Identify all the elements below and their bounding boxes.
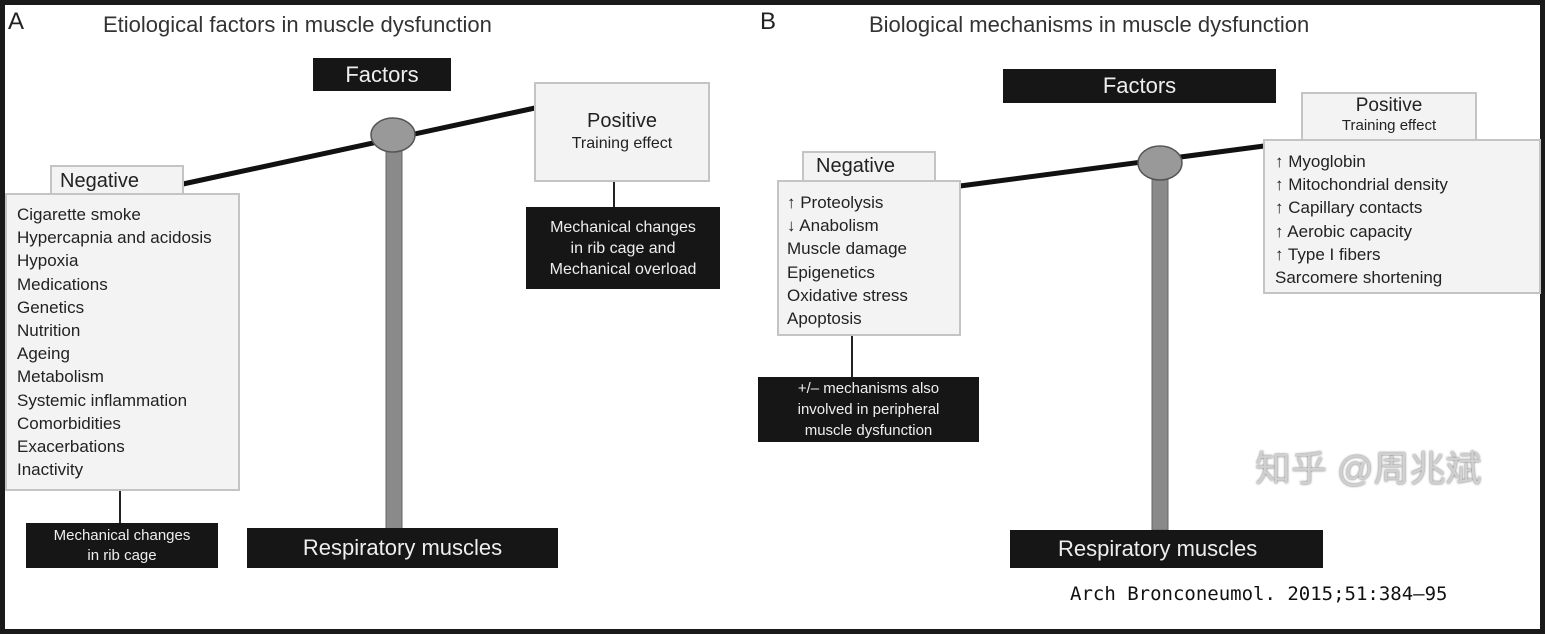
list-item: Cigarette smoke: [17, 205, 141, 224]
factors-label-a: Factors: [313, 58, 451, 91]
negative-label-b: Negative: [802, 151, 936, 182]
citation: Arch Bronconeumol. 2015;51:384–95: [1070, 583, 1448, 605]
list-item: ↑ Type I fibers: [1275, 244, 1381, 264]
pivot-a: [370, 117, 416, 153]
respiratory-muscles-b: Respiratory muscles: [1010, 530, 1323, 568]
negative-list-a: Cigarette smoke Hypercapnia and acidosis…: [5, 193, 240, 491]
positive-box-a: Positive Training effect: [534, 82, 710, 182]
text-line: Mechanical changes: [53, 526, 191, 544]
list-item: Medications: [17, 274, 108, 294]
factors-label-b: Factors: [1003, 69, 1276, 103]
positive-sub: Training effect: [1341, 117, 1437, 134]
watermark: 知乎 @周兆斌: [1255, 448, 1482, 489]
peripheral-mechanisms-box-b: +/– mechanisms also involved in peripher…: [758, 377, 979, 442]
panel-b-letter: B: [760, 8, 777, 35]
text-line: +/– mechanisms also: [797, 380, 940, 397]
list-item: ↑ Aerobic capacity: [1275, 221, 1413, 241]
panel-b-title: Biological mechanisms in muscle dysfunct…: [869, 12, 1310, 37]
figure: [5, 5, 1540, 629]
list-item: Hypoxia: [17, 251, 79, 271]
text-line: in rib cage: [87, 546, 157, 564]
list-item: Inactivity: [17, 460, 84, 480]
list-item: Sarcomere shortening: [1275, 268, 1443, 288]
text-line: muscle dysfunction: [804, 422, 933, 439]
list-item: Systemic inflammation: [17, 390, 188, 410]
pivot-b: [1137, 145, 1183, 181]
list-item: Metabolism: [17, 367, 104, 387]
positive-label: Positive: [1355, 95, 1423, 116]
list-item: Oxidative stress: [787, 285, 908, 305]
negative-list-b: ↑ Proteolysis ↓ Anabolism Muscle damage …: [777, 180, 961, 336]
pole-a: [385, 149, 403, 531]
list-item: ↑ Capillary contacts: [1275, 198, 1423, 218]
list-item: Hypercapnia and acidosis: [17, 228, 212, 248]
list-item: ↑ Proteolysis: [787, 193, 884, 212]
negative-label-a: Negative: [50, 165, 184, 195]
list-item: Epigenetics: [787, 262, 875, 282]
list-item: Comorbidities: [17, 413, 121, 433]
positive-sub: Training effect: [571, 135, 673, 152]
panel-a-letter: A: [8, 8, 25, 35]
list-item: Muscle damage: [787, 239, 908, 259]
respiratory-muscles-a: Respiratory muscles: [247, 528, 558, 568]
list-item: Nutrition: [17, 321, 81, 341]
list-item: ↓ Anabolism: [787, 216, 879, 236]
list-item: Ageing: [17, 344, 70, 364]
list-item: Apoptosis: [787, 309, 862, 329]
list-item: Exacerbations: [17, 437, 125, 457]
list-item: ↑ Mitochondrial density: [1275, 175, 1448, 195]
pole-b: [1151, 177, 1169, 531]
list-item: ↑ Myoglobin: [1275, 152, 1366, 171]
list-item: Genetics: [17, 297, 85, 317]
panel-a-title: Etiological factors in muscle dysfunctio…: [103, 12, 492, 37]
positive-mechanical-box-a: Mechanical changes in rib cage and Mecha…: [526, 207, 720, 289]
text-line: Mechanical overload: [549, 260, 697, 278]
text-line: Mechanical changes: [550, 218, 696, 236]
positive-list-b: ↑ Myoglobin ↑ Mitochondrial density ↑ Ca…: [1263, 139, 1541, 294]
negative-mechanical-box-a: Mechanical changes in rib cage: [26, 523, 218, 568]
beam-b: [959, 143, 1265, 189]
positive-label: Positive: [586, 110, 658, 132]
positive-label-box-b: Positive Training effect: [1301, 92, 1477, 141]
beam-a: [182, 105, 536, 187]
text-line: in rib cage and: [570, 239, 676, 257]
text-line: involved in peripheral: [797, 401, 940, 418]
